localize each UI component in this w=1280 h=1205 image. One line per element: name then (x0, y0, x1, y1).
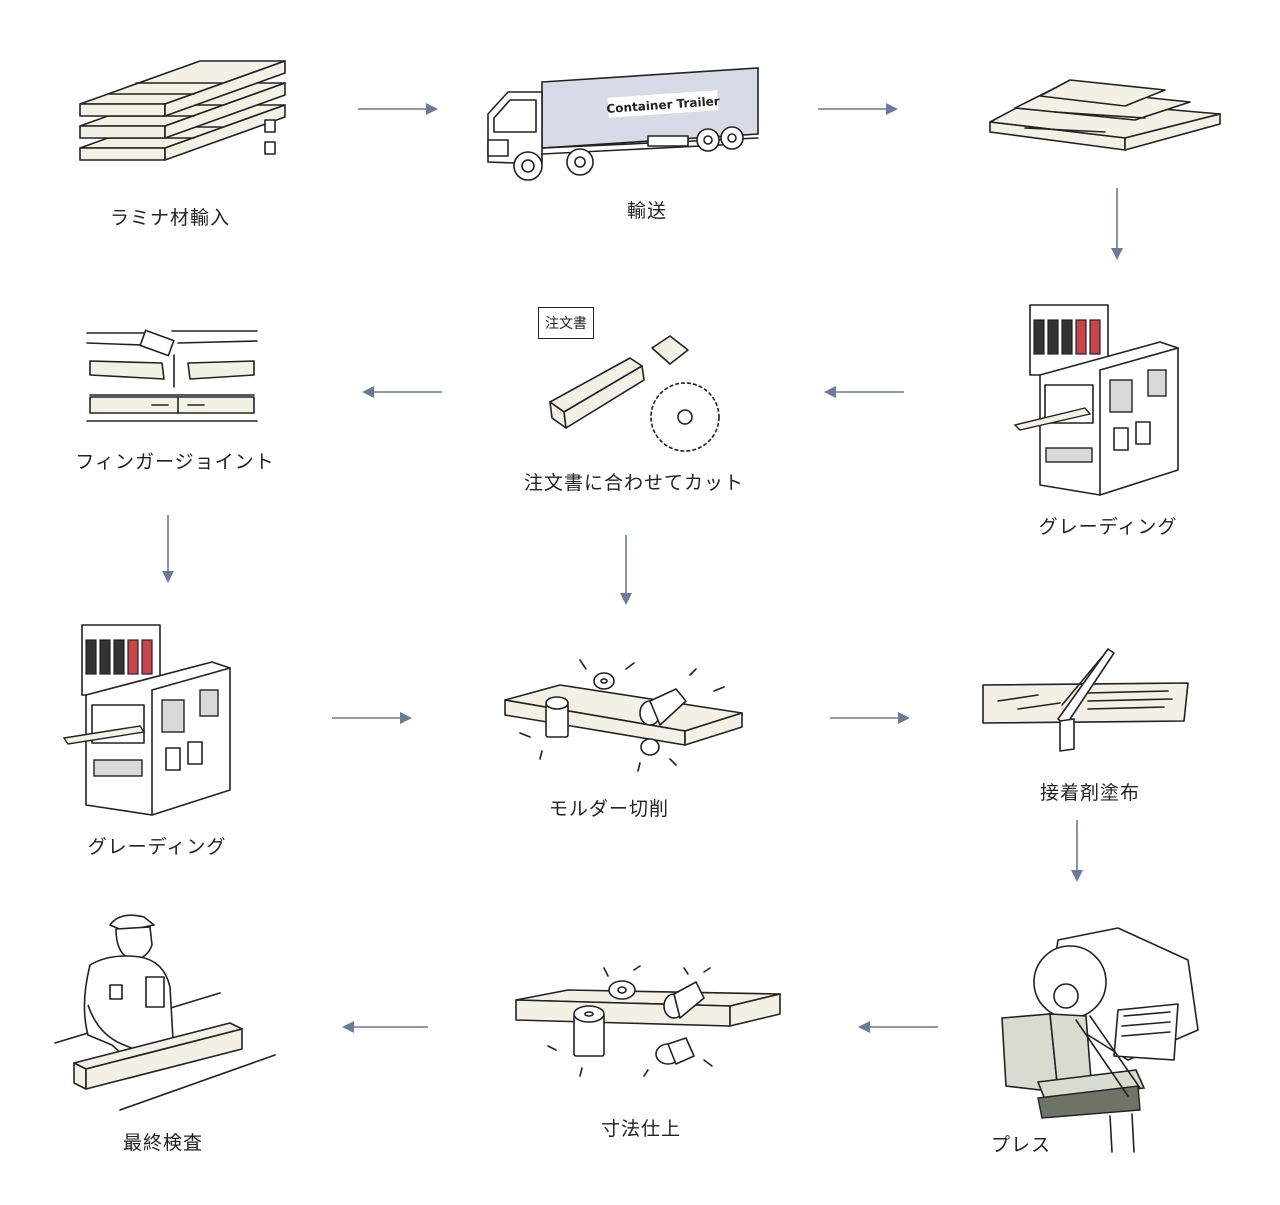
arrow-right-3 (332, 712, 412, 724)
glue-spreader-icon (978, 645, 1198, 755)
arrow-down-4 (1071, 820, 1083, 882)
step-label-transport: 輸送 (626, 200, 668, 222)
grading-machine-icon (1010, 300, 1190, 500)
step-label-cut: 注文書に合わせてカット (523, 472, 745, 494)
arrow-down-2 (162, 515, 174, 583)
stepped-lumber-pile-icon (985, 72, 1225, 157)
moulder-rollers-icon (500, 655, 750, 775)
press-machine-icon (998, 920, 1208, 1155)
arrow-down-3 (620, 535, 632, 605)
finger-joint-icon (82, 325, 262, 425)
step-label-grading-1: グレーディング (1038, 516, 1178, 538)
order-note-card: 注文書 (538, 307, 594, 339)
arrow-down-1 (1111, 188, 1123, 260)
step-label-press: プレス (990, 1134, 1052, 1156)
step-label-import: ラミナ材輸入 (109, 207, 231, 229)
arrow-right-4 (830, 712, 910, 724)
arrow-left-2 (362, 386, 442, 398)
arrow-left-4 (342, 1021, 428, 1033)
arrow-left-1 (824, 386, 904, 398)
step-label-glue: 接着剤塗布 (1039, 782, 1141, 804)
step-label-finger-joint: フィンガージョイント (75, 451, 275, 473)
inspector-icon (50, 905, 280, 1115)
step-label-inspection: 最終検査 (122, 1132, 204, 1154)
arrow-right-1 (358, 103, 438, 115)
circular-saw-cut-icon (540, 330, 740, 460)
container-truck-icon: Container Trailer (480, 62, 770, 187)
arrow-left-3 (858, 1021, 938, 1033)
step-label-grading-2: グレーディング (87, 836, 227, 858)
step-label-sizing: 寸法仕上 (600, 1118, 682, 1140)
sizing-rollers-icon (508, 962, 788, 1082)
stacked-lumber-icon (70, 60, 300, 180)
grading-machine-icon (62, 620, 242, 820)
arrow-right-2 (818, 103, 898, 115)
step-label-moulder: モルダー切削 (548, 798, 670, 820)
